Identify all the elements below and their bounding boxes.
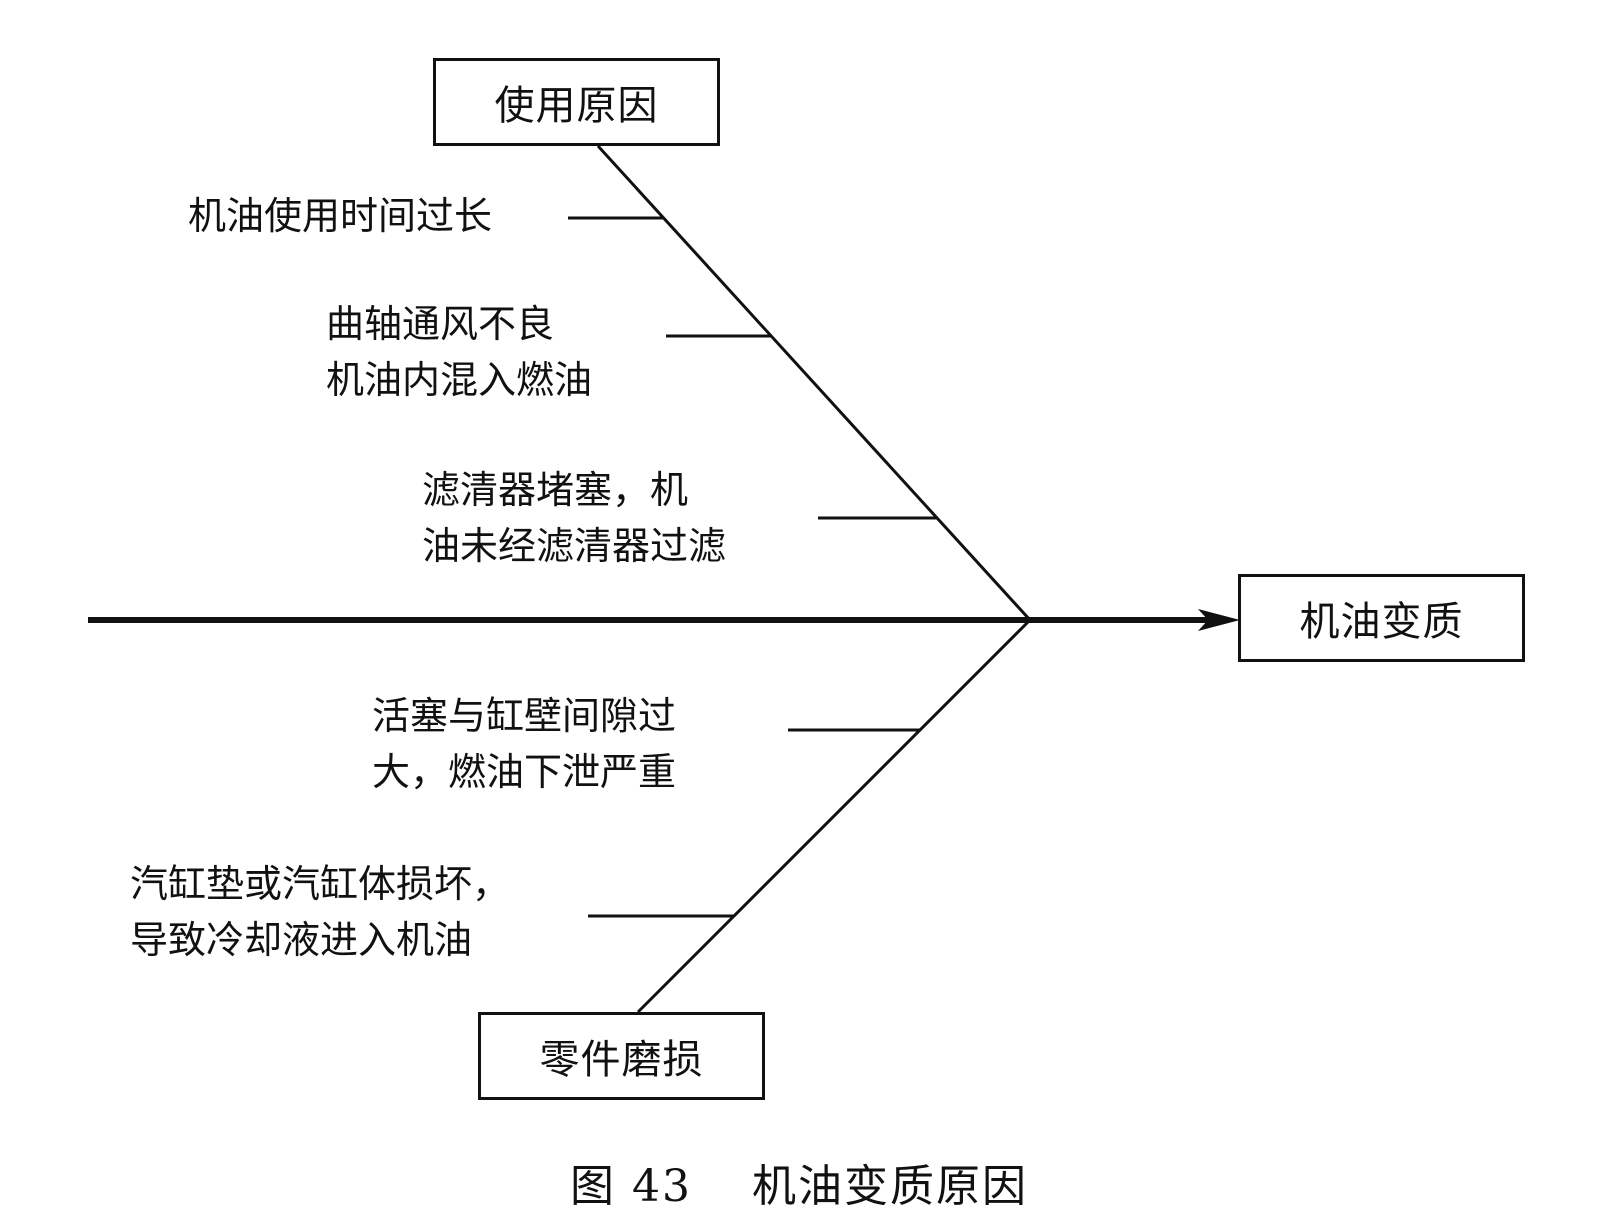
figure-caption: 图 43 机油变质原因 [0,1150,1598,1214]
cause-line: 滤清器堵塞，机 [422,468,689,512]
cause-line: 机油使用时间过长 [188,194,493,238]
bottom-cause-2: 汽缸垫或汽缸体损坏， 导致冷却液进入机油 [130,856,510,968]
cause-line: 活塞与缸壁间隙过 [372,694,677,738]
cause-line: 机油内混入燃油 [326,358,593,402]
figure-number: 图 43 [570,1161,692,1212]
bottom-bone [636,618,1032,1014]
bottom-cause-1: 活塞与缸壁间隙过 大，燃油下泄严重 [372,688,676,800]
cause-line: 导致冷却液进入机油 [130,918,473,962]
effect-box: 机油变质 [1238,574,1525,662]
cause-line: 汽缸垫或汽缸体损坏， [130,862,511,906]
top-cause-3: 滤清器堵塞，机 油未经滤清器过滤 [422,462,726,574]
figure-title: 机油变质原因 [751,1161,1028,1212]
category-label-bottom: 零件磨损 [539,1037,704,1083]
category-box-bottom: 零件磨损 [478,1012,765,1100]
top-cause-1: 机油使用时间过长 [188,188,492,244]
top-cause-2: 曲轴通风不良 机油内混入燃油 [326,296,592,408]
cause-line: 大，燃油下泄严重 [372,750,677,794]
spine-arrowhead [1198,609,1240,631]
cause-line: 曲轴通风不良 [326,302,555,346]
category-box-top: 使用原因 [433,58,720,146]
category-label-top: 使用原因 [494,83,659,129]
cause-line: 油未经滤清器过滤 [422,524,727,568]
top-bone [596,144,1032,622]
effect-label: 机油变质 [1299,599,1464,645]
